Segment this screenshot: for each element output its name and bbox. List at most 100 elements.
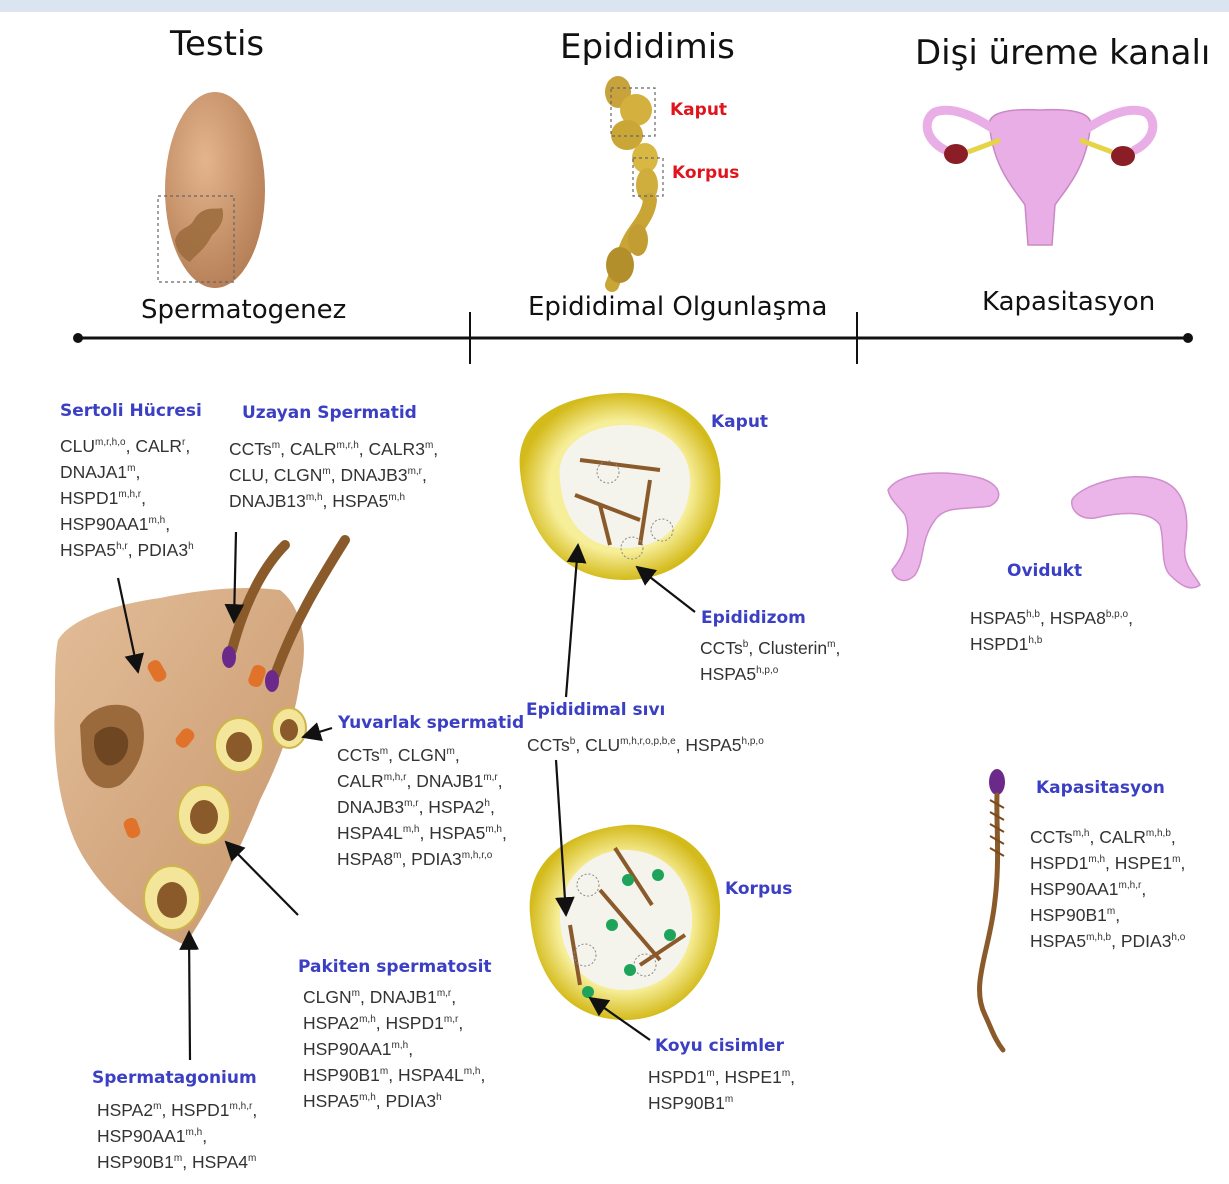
protein-name: CCTs	[700, 638, 743, 658]
species-superscript: m	[725, 1094, 733, 1105]
dense-bodies-protein-list: HSPD1m, HSPE1m,HSP90B1m	[648, 1064, 795, 1116]
protein-line: HSPA2m, HSPD1m,h,r,	[97, 1097, 257, 1123]
species-superscript: m,h	[464, 1066, 481, 1077]
species-superscript: m,h,r	[230, 1101, 253, 1112]
species-superscript: m,h	[392, 1040, 409, 1051]
capacitation-stage-label: Kapasitasyon	[982, 287, 1155, 317]
protein-name: HSPD1	[1030, 853, 1088, 873]
species-superscript: m	[1107, 906, 1115, 917]
species-superscript: m,r,h,o	[95, 437, 126, 448]
protein-line: CCTsm,h, CALRm,h,b,	[1030, 824, 1185, 850]
protein-name: HSPA8	[337, 849, 393, 869]
sertoli-cell-title: Sertoli Hücresi	[60, 401, 202, 421]
species-superscript: m,h	[1088, 854, 1105, 865]
species-superscript: m,h,r	[384, 772, 407, 783]
species-superscript: m,h	[485, 824, 502, 835]
species-superscript: m	[446, 746, 454, 757]
protein-name: CLGN	[303, 987, 352, 1007]
protein-line: HSP90B1m,	[1030, 902, 1185, 928]
protein-name: HSP90B1	[97, 1152, 174, 1172]
species-superscript: m,h,r,o	[462, 850, 493, 861]
protein-name: HSP90AA1	[60, 514, 149, 534]
species-superscript: m	[248, 1153, 256, 1164]
species-superscript: b,p,o	[1106, 609, 1128, 620]
protein-line: HSPA5h,b, HSPA8b,p,o,	[970, 605, 1133, 631]
protein-name: CALR	[290, 439, 337, 459]
species-superscript: m,r,h	[337, 440, 359, 451]
species-superscript: m	[393, 850, 401, 861]
protein-line: CCTsb, Clusterinm,	[700, 635, 840, 661]
round-spermatid-protein-list: CCTsm, CLGNm,CALRm,h,r, DNAJB1m,r,DNAJB3…	[337, 742, 507, 872]
epididymis-illustration	[605, 76, 663, 285]
protein-name: CLGN	[274, 465, 323, 485]
protein-line: HSPA5m,h,b, PDIA3h,o	[1030, 928, 1185, 954]
protein-name: HSPA5	[1030, 931, 1086, 951]
protein-line: HSP90AA1m,h,	[97, 1123, 257, 1149]
species-superscript: m	[153, 1101, 161, 1112]
kaput-duct-illustration	[520, 393, 721, 580]
protein-name: HSPA4L	[398, 1065, 464, 1085]
dense-bodies-title: Koyu cisimler	[655, 1036, 784, 1056]
protein-name: HSP90B1	[648, 1093, 725, 1113]
species-superscript: m,r	[408, 466, 422, 477]
elongating-spermatid-protein-list: CCTsm, CALRm,r,h, CALR3m,CLU, CLGNm, DNA…	[229, 436, 438, 514]
epididymal-fluid-protein-list: CCTsb, CLUm,h,r,o,p,b,e, HSPA5h,p,o	[527, 732, 764, 758]
protein-name: CCTs	[337, 745, 380, 765]
protein-line: HSP90AA1m,h,	[60, 511, 194, 537]
oviduct-protein-list: HSPA5h,b, HSPA8b,p,o,HSPD1h,b	[970, 605, 1133, 657]
species-superscript: m,h,r,o,p,b,e	[620, 736, 676, 747]
species-superscript: h	[484, 798, 490, 809]
protein-name: HSPE1	[1115, 853, 1172, 873]
protein-name: HSPD1	[60, 488, 118, 508]
species-superscript: m,h,b	[1086, 932, 1111, 943]
protein-name: HSPA8	[1050, 608, 1106, 628]
protein-line: HSP90B1m	[648, 1090, 795, 1116]
species-superscript: m,r	[444, 1014, 458, 1025]
species-superscript: m	[352, 988, 360, 999]
protein-name: DNAJB1	[370, 987, 437, 1007]
species-superscript: h,o	[1171, 932, 1185, 943]
species-superscript: h	[436, 1092, 442, 1103]
species-superscript: m	[322, 466, 330, 477]
spermatogonium-protein-list: HSPA2m, HSPD1m,h,r,HSP90AA1m,h,HSP90B1m,…	[97, 1097, 257, 1175]
protein-name: HSPA4	[192, 1152, 248, 1172]
elongating-spermatid-title: Uzayan Spermatid	[242, 403, 417, 423]
protein-name: HSPD1	[970, 634, 1028, 654]
protein-name: CCTs	[229, 439, 272, 459]
epididymal-maturation-label: Epididimal Olgunlaşma	[528, 292, 827, 322]
species-superscript: m,h,r	[118, 489, 141, 500]
species-superscript: m,r	[404, 798, 418, 809]
protein-line: HSPA5m,h, PDIA3h	[303, 1088, 485, 1114]
protein-name: HSPD1	[171, 1100, 229, 1120]
protein-name: CLU	[585, 735, 620, 755]
epididymal-fluid-title: Epididimal sıvı	[526, 700, 665, 720]
protein-name: HSP90AA1	[1030, 879, 1119, 899]
species-superscript: m,h,r	[1119, 880, 1142, 891]
protein-name: HSP90AA1	[97, 1126, 186, 1146]
species-superscript: m	[380, 1066, 388, 1077]
protein-name: CALR	[135, 436, 182, 456]
protein-line: HSP90AA1m,h,r,	[1030, 876, 1185, 902]
species-superscript: m,h	[306, 492, 323, 503]
species-superscript: m,h	[403, 824, 420, 835]
protein-name: HSPA5	[60, 540, 116, 560]
protein-name: DNAJA1	[60, 462, 127, 482]
protein-name: HSPA2	[97, 1100, 153, 1120]
protein-line: CCTsm, CALRm,r,h, CALR3m,	[229, 436, 438, 462]
protein-name: CCTs	[1030, 827, 1073, 847]
protein-line: CLU, CLGNm, DNAJB3m,r,	[229, 462, 438, 488]
species-superscript: m,h	[149, 515, 166, 526]
protein-name: PDIA3	[138, 540, 189, 560]
protein-name: DNAJB3	[337, 797, 404, 817]
testis-illustration	[158, 92, 265, 288]
protein-name: CLGN	[398, 745, 447, 765]
species-superscript: m,h,b	[1146, 828, 1171, 839]
species-superscript: m,r	[437, 988, 451, 999]
species-superscript: h	[188, 541, 194, 552]
protein-line: HSPA5h,r, PDIA3h	[60, 537, 194, 563]
corpus-region-label: Korpus	[672, 163, 739, 183]
protein-line: CCTsm, CLGNm,	[337, 742, 507, 768]
pachytene-spermatocyte-title: Pakiten spermatosit	[298, 957, 492, 977]
protein-name: HSP90AA1	[303, 1039, 392, 1059]
